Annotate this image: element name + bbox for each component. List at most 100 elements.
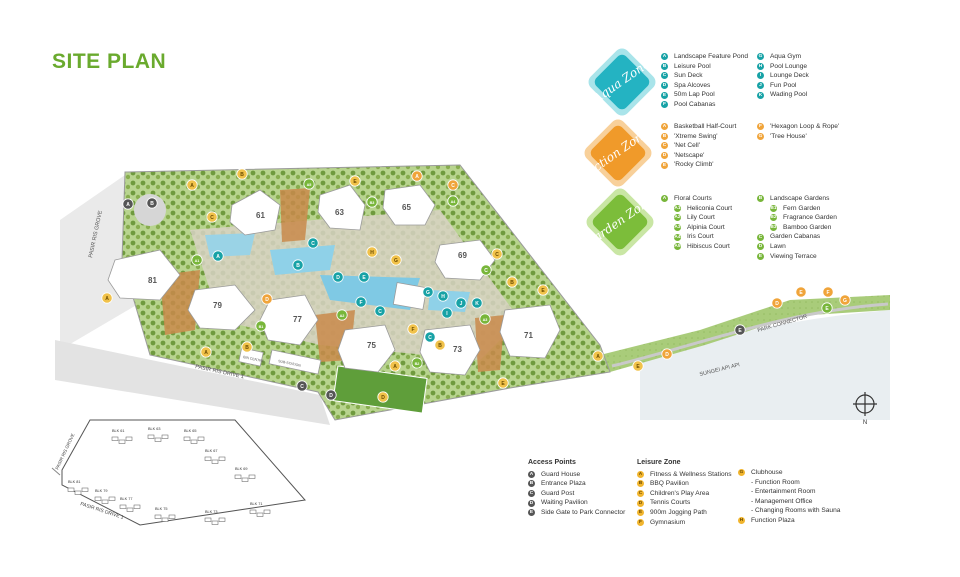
map-marker: B3 bbox=[366, 196, 378, 208]
block-65 bbox=[382, 184, 436, 226]
svg-text:BLK 67: BLK 67 bbox=[205, 449, 217, 453]
map-marker: F bbox=[407, 323, 419, 335]
legend-item: - Function Room bbox=[738, 478, 840, 488]
pool-pond bbox=[205, 233, 255, 257]
svg-text:G: G bbox=[394, 258, 398, 264]
svg-text:A: A bbox=[204, 350, 208, 356]
map-marker: A bbox=[200, 346, 212, 358]
legend-badge: D bbox=[637, 499, 644, 507]
map-marker: E bbox=[821, 302, 833, 314]
svg-text:I: I bbox=[446, 311, 448, 317]
legend-item: - Management Office bbox=[738, 497, 840, 507]
keyplan-block: BLK 61 bbox=[111, 429, 133, 444]
map-marker: A2 bbox=[336, 309, 348, 321]
svg-text:C: C bbox=[451, 183, 455, 189]
legend-badge: J bbox=[757, 82, 764, 90]
legend-text: 'Rocky Climb' bbox=[674, 161, 714, 169]
legend-badge: A1 bbox=[674, 204, 681, 212]
legend-badge: K bbox=[757, 91, 764, 99]
map-marker: B2 bbox=[411, 357, 423, 369]
svg-text:E: E bbox=[362, 275, 366, 281]
map-marker: A bbox=[212, 250, 224, 262]
svg-text:D: D bbox=[665, 352, 669, 358]
map-marker: A bbox=[122, 198, 134, 210]
map-marker: E bbox=[632, 360, 644, 372]
legend-text: Entrance Plaza bbox=[541, 480, 586, 488]
block-label: 81 bbox=[148, 276, 157, 285]
svg-text:A: A bbox=[596, 354, 600, 360]
legend-text: Tennis Courts bbox=[650, 499, 691, 507]
block-63 bbox=[317, 184, 366, 231]
legend-badge: F bbox=[637, 518, 644, 526]
legend-text: Floral Courts bbox=[674, 195, 712, 202]
legend-badge: E bbox=[637, 509, 644, 517]
bin-centre bbox=[238, 347, 264, 367]
zone-badge: Garden Zone bbox=[583, 188, 656, 256]
svg-text:BLK 71: BLK 71 bbox=[250, 502, 262, 506]
legend-item: B'Xtreme Swing' bbox=[661, 132, 736, 142]
legend-badge: B3 bbox=[770, 224, 777, 232]
svg-text:BLK 73: BLK 73 bbox=[205, 510, 217, 514]
legend-item: F'Hexagon Loop & Rope' bbox=[757, 122, 839, 132]
svg-text:B3: B3 bbox=[370, 201, 375, 205]
legend-badge: E bbox=[661, 91, 668, 99]
keyplan-block: BLK 67 bbox=[204, 449, 226, 464]
map-marker: B bbox=[434, 339, 446, 351]
svg-text:H: H bbox=[370, 250, 374, 256]
pool-leisure bbox=[270, 245, 335, 275]
svg-text:D: D bbox=[336, 275, 340, 281]
svg-text:C: C bbox=[378, 309, 382, 315]
legend-text: Heliconia Court bbox=[687, 204, 733, 212]
svg-text:D: D bbox=[381, 395, 385, 401]
legend-item: A1 Heliconia Court bbox=[661, 204, 732, 214]
bin-centre-label: BIN CENTRE bbox=[243, 355, 265, 363]
legend-text: Bamboo Garden bbox=[783, 223, 832, 231]
legend-item: E'Rocky Climb' bbox=[661, 160, 736, 170]
legend-text: 'Netscape' bbox=[674, 151, 705, 159]
svg-text:E: E bbox=[825, 306, 829, 312]
map-marker: A5 bbox=[303, 178, 315, 190]
legend-badge: F bbox=[661, 101, 668, 109]
svg-text:B: B bbox=[510, 280, 514, 286]
svg-text:E: E bbox=[636, 364, 640, 370]
svg-text:F: F bbox=[826, 290, 829, 296]
map-marker: C bbox=[447, 179, 459, 191]
map-marker: D bbox=[325, 389, 337, 401]
block-label: 69 bbox=[458, 251, 467, 260]
map-marker: A4 bbox=[447, 195, 459, 207]
svg-text:B: B bbox=[150, 201, 154, 207]
legend-badge: E bbox=[757, 252, 764, 260]
map-marker: C bbox=[374, 305, 386, 317]
legend-text: Viewing Terrace bbox=[770, 252, 817, 260]
keyplan-block: BLK 73 bbox=[204, 510, 226, 525]
svg-text:B1: B1 bbox=[259, 325, 264, 329]
svg-text:B: B bbox=[240, 172, 244, 178]
legend-text: Lounge Deck bbox=[770, 72, 809, 80]
svg-text:C: C bbox=[210, 215, 214, 221]
legend-text: Pool Cabanas bbox=[674, 100, 716, 108]
svg-text:BLK 69: BLK 69 bbox=[235, 467, 247, 471]
legend-text: Fitness & Wellness Stations bbox=[650, 470, 732, 478]
map-marker: D bbox=[261, 293, 273, 305]
svg-text:A1: A1 bbox=[195, 259, 200, 263]
svg-text:G: G bbox=[426, 290, 430, 296]
legend-text: Fern Garden bbox=[783, 204, 821, 212]
legend-badge: B bbox=[661, 132, 668, 140]
legend-text: Wading Pool bbox=[770, 91, 808, 99]
legend-text: - Management Office bbox=[751, 497, 813, 505]
block-75 bbox=[337, 324, 396, 373]
